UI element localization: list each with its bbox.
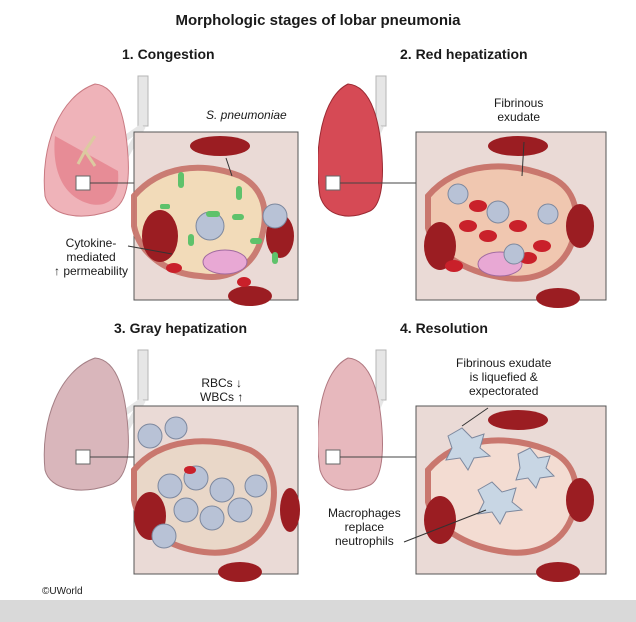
label-s-pneumoniae: S. pneumoniae [206, 108, 287, 122]
lung-icon [43, 75, 149, 217]
panel-red-hepatization: 2. Red hepatization Fibrinous exudate [318, 36, 636, 322]
page-title: Morphologic stages of lobar pneumonia [175, 12, 461, 29]
panel-title: 1. Congestion [122, 46, 215, 62]
lung-icon [318, 75, 416, 217]
panel-title: 4. Resolution [400, 320, 488, 336]
label-cytokine: Cytokine- mediated ↑ permeability [54, 236, 129, 278]
copyright: ©UWorld [42, 586, 83, 597]
panel-congestion: 1. Congestion [0, 36, 318, 322]
footer-bar [0, 600, 636, 622]
lung-icon [318, 349, 416, 491]
resolution-illustration [318, 349, 607, 582]
panel-title: 2. Red hepatization [400, 46, 528, 62]
label-fibrinous-exudate: Fibrinous exudate [494, 96, 544, 124]
panel-title: 3. Gray hepatization [114, 320, 248, 336]
label-rbcs-wbcs: RBCs ↓ WBCs ↑ [200, 376, 244, 404]
label-macrophages: Macrophages replace neutrophils [328, 506, 401, 548]
congestion-illustration [43, 75, 299, 306]
panel-gray-hepatization: 3. Gray hepatization RBCs ↓ WBCs ↑ [0, 310, 318, 596]
label-fibrinous-liquefied: Fibrinous exudate is liquefied & expecto… [456, 356, 552, 398]
gray-hepatization-illustration [43, 349, 300, 582]
panel-resolution: 4. Resolution Fibrinous exudate is lique… [318, 310, 636, 596]
red-hepatization-illustration [318, 75, 607, 308]
